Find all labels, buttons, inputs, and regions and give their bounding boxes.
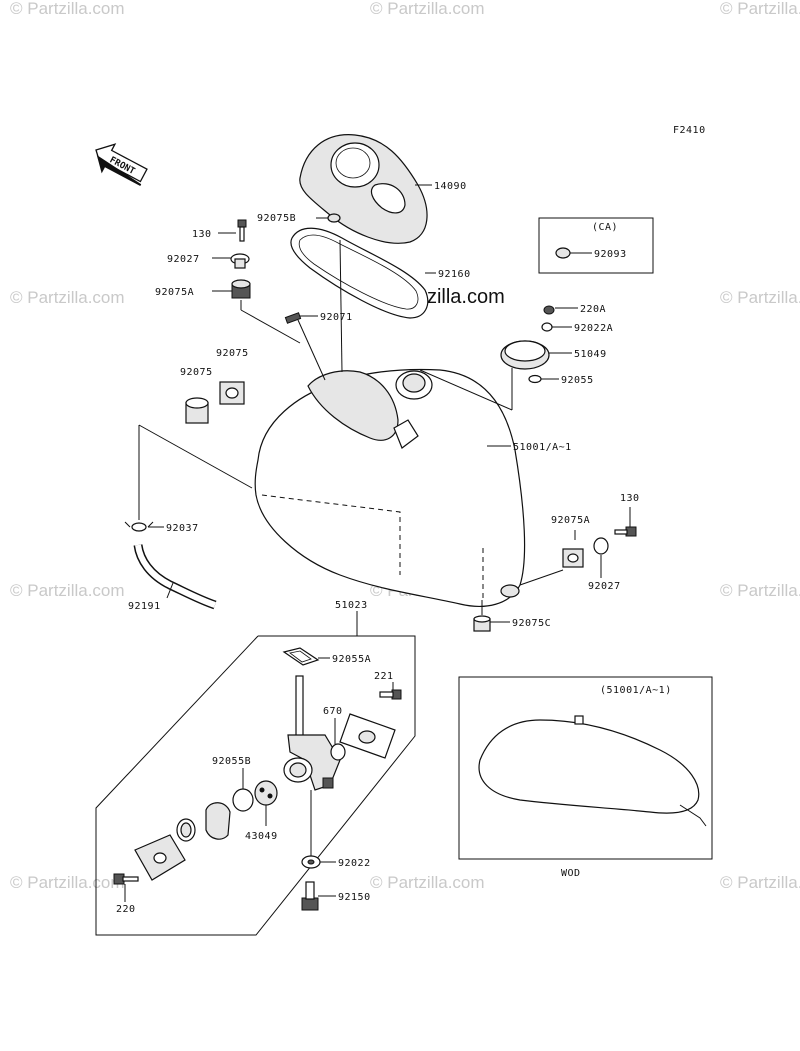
part-92075B xyxy=(327,213,341,223)
part-cover-plate xyxy=(339,713,396,759)
label-92075-left: 92075 xyxy=(180,367,213,378)
part-14090-cover xyxy=(299,134,428,244)
part-labels: 14090 92075B 130 92027 92075A 92160 220A… xyxy=(116,181,640,915)
label-220: 220 xyxy=(116,904,136,915)
label-92022A: 92022A xyxy=(574,323,613,334)
inset-box: (51001/A~1) WOD xyxy=(458,676,713,879)
label-92027-upper: 92027 xyxy=(167,254,200,265)
label-92075C: 92075C xyxy=(512,618,551,629)
label-221: 221 xyxy=(374,671,394,682)
watermark: © Partzilla.com xyxy=(10,581,125,600)
leader-lines xyxy=(124,184,631,902)
watermark: © Partzilla.com xyxy=(720,288,800,307)
watermark: © Partzilla.com xyxy=(10,288,125,307)
watermark: © Partzilla.com xyxy=(720,873,800,892)
part-51023-fuel-cock xyxy=(283,675,341,791)
label-92093: 92093 xyxy=(594,249,627,260)
ca-box-title: (CA) xyxy=(592,222,618,233)
watermark: © Partzilla.com xyxy=(720,581,800,600)
label-92022: 92022 xyxy=(338,858,371,869)
part-92150-bolt xyxy=(301,881,319,911)
figure-code: F2410 xyxy=(673,125,706,136)
part-92075C xyxy=(473,615,491,632)
label-92071: 92071 xyxy=(320,312,353,323)
watermark: © Partzilla.com xyxy=(10,0,125,18)
part-130-bolt-upper xyxy=(237,219,247,242)
watermark: © Partzilla.com xyxy=(720,0,800,18)
label-92055B: 92055B xyxy=(212,756,251,767)
part-92022A xyxy=(541,322,553,332)
part-92075-left xyxy=(185,397,209,424)
label-130-lower: 130 xyxy=(620,493,640,504)
part-92055A-gasket xyxy=(282,647,320,666)
front-arrow-icon: FRONT xyxy=(95,143,148,187)
part-43049-lever xyxy=(254,780,278,806)
label-92075A-upper: 92075A xyxy=(155,287,194,298)
label-92075A-lower: 92075A xyxy=(551,515,590,526)
label-92075-right: 92075 xyxy=(216,348,249,359)
label-51023: 51023 xyxy=(335,600,368,611)
part-seal-ring xyxy=(176,818,196,842)
part-220A xyxy=(543,305,555,315)
part-92075A-upper xyxy=(231,279,251,299)
label-92027-lower: 92027 xyxy=(588,581,621,592)
label-220A: 220A xyxy=(580,304,606,315)
fuel-cock-box xyxy=(95,635,416,936)
part-92027-lower xyxy=(593,537,609,555)
part-lever-knob xyxy=(205,802,231,840)
watermark: © Partzilla.com xyxy=(370,873,485,892)
label-51049: 51049 xyxy=(574,349,607,360)
label-14090: 14090 xyxy=(434,181,467,192)
label-670: 670 xyxy=(323,706,343,717)
part-92055B-oring xyxy=(232,788,254,812)
part-92075A-lower xyxy=(562,548,584,568)
label-92055: 92055 xyxy=(561,375,594,386)
ca-box: (CA) 92093 xyxy=(538,217,654,274)
watermark: © Partzilla.com xyxy=(10,873,125,892)
part-92191-hose xyxy=(133,544,217,610)
part-92037-clamp xyxy=(124,521,154,532)
part-92055 xyxy=(528,374,542,384)
label-130-upper: 130 xyxy=(192,229,212,240)
label-92037: 92037 xyxy=(166,523,199,534)
part-51049-cap xyxy=(500,340,550,370)
label-92055A: 92055A xyxy=(332,654,371,665)
inset-title: (51001/A~1) xyxy=(600,685,672,696)
part-670-oring xyxy=(330,743,346,761)
part-front-plate xyxy=(134,834,186,881)
watermark: © Partzilla.com xyxy=(370,0,485,18)
label-92191: 92191 xyxy=(128,601,161,612)
part-220-screw xyxy=(113,873,139,885)
label-92160: 92160 xyxy=(438,269,471,280)
label-92150: 92150 xyxy=(338,892,371,903)
part-92027-upper xyxy=(230,253,250,269)
label-92075B: 92075B xyxy=(257,213,296,224)
inset-footer: WOD xyxy=(561,868,581,879)
part-92022-washer xyxy=(301,855,321,869)
part-92071 xyxy=(284,312,302,324)
part-92075-right xyxy=(219,381,245,405)
part-130-bolt-lower xyxy=(614,526,637,537)
label-43049: 43049 xyxy=(245,831,278,842)
part-221-screw xyxy=(379,689,402,700)
part-51001-fuel-tank xyxy=(254,368,526,607)
label-51001: 51001/A~1 xyxy=(513,442,572,453)
